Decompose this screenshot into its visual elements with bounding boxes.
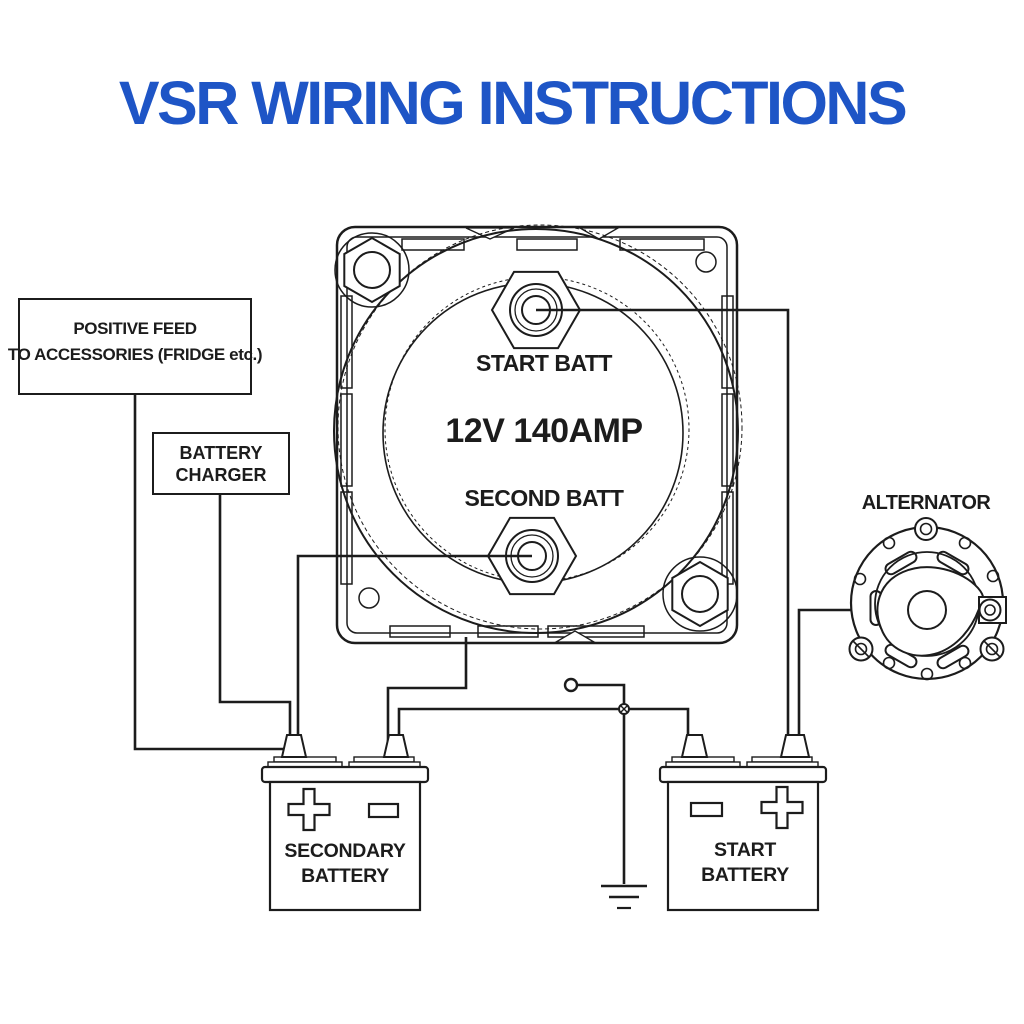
minus-symbol [367,802,400,819]
wire-eyelet-to-bus [577,683,626,705]
vsr-corner-hole-bottomleft [358,587,380,609]
start-battery-graphic [658,734,828,912]
positive-feed-line1: POSITIVE FEED [73,318,197,338]
secondary-battery-positive-post [280,734,308,758]
wire-junction [618,703,630,715]
wires [133,308,852,910]
wire-start-batt-to-start-plus [536,308,790,742]
alternator-rim-notches [853,536,1000,681]
battery-charger-box: BATTERY CHARGER [152,432,290,495]
page-title: VSR WIRING INSTRUCTIONS [118,69,908,137]
secondary-battery-label-line2: BATTERY [301,865,389,887]
ground-symbol [601,884,647,910]
positive-feed-box: POSITIVE FEED TO ACCESSORIES (FRIDGE etc… [8,298,263,395]
plus-symbol [760,785,804,830]
ring-terminal-eyelet [563,677,579,693]
battery-charger-line1: BATTERY [179,442,263,463]
start-battery-label: START BATTERY [701,838,789,888]
secondary-battery-graphic [260,734,430,912]
vsr-corner-bolt-topleft [334,232,410,308]
alternator-pulley [907,590,947,630]
wire-alternator-to-start-plus [797,608,852,742]
battery-charger-line2: CHARGER [175,464,267,485]
start-battery-positive-post [779,734,811,758]
vsr-relay-unit [333,224,743,645]
vsr-corner-bolt-bottomright [662,556,738,632]
wire-second-batt-to-secondary-plus [296,554,532,742]
alternator-label: ALTERNATOR [861,492,991,514]
alternator-output-terminal [978,596,1007,624]
vsr-start-batt-label: START BATT [476,350,612,376]
alternator-mount-bolts [848,517,1005,662]
wire-vsr-ground-stub [386,637,468,742]
secondary-battery-label-line1: SECONDARY [284,840,406,862]
secondary-battery-label: SECONDARY BATTERY [284,839,405,889]
start-battery-label-line2: BATTERY [701,864,789,886]
vsr-corner-hole-topright [695,251,717,273]
start-battery-label-line1: START [713,839,777,861]
plus-symbol [287,787,331,832]
wire-negative-bus [397,707,690,742]
wire-charger-to-secondary-plus [218,495,292,742]
minus-symbol [689,801,724,818]
wire-positive-feed-to-secondary-plus [133,395,292,751]
start-battery-negative-post [680,734,709,758]
alternator-graphic [848,517,1007,681]
vsr-rating-label: 12V 140AMP [445,412,643,450]
positive-feed-line2: TO ACCESSORIES (FRIDGE etc.) [7,344,263,364]
secondary-battery-negative-post [382,734,410,758]
vsr-second-batt-label: SECOND BATT [464,485,624,511]
